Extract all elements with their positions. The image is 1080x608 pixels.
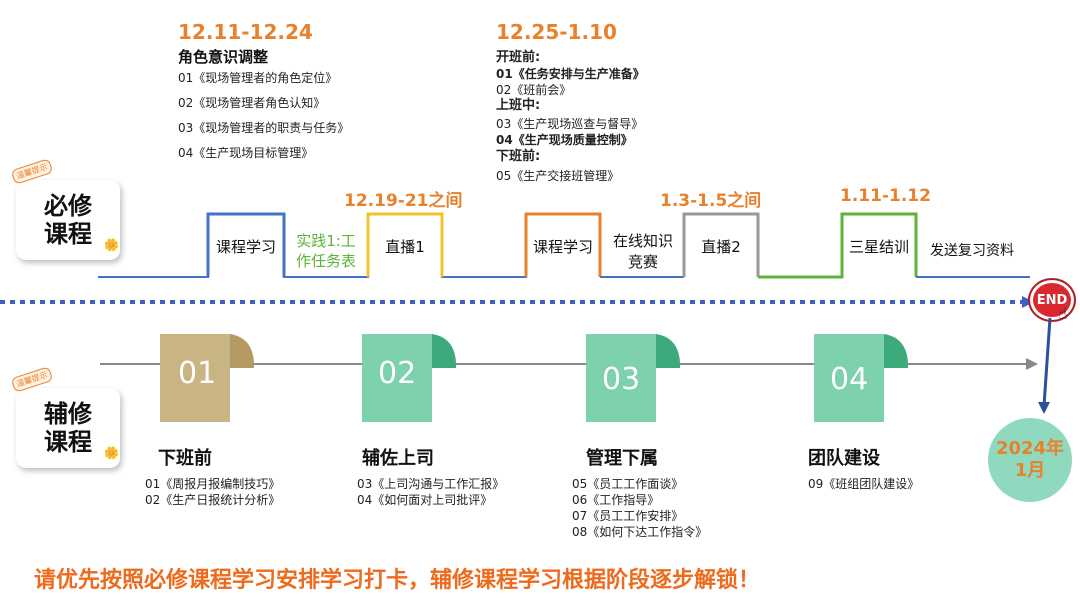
elective-item: 06《工作指导》: [572, 493, 660, 507]
footer-notice: 请优先按照必修课程学习安排学习打卡，辅修课程学习根据阶段逐步解锁！: [34, 568, 761, 593]
stage-practice-line1: 实践1:工: [296, 232, 356, 250]
tab-02: [362, 334, 457, 422]
stage-practice-line2: 作任务表: [295, 252, 356, 270]
elective-arrow-icon: [1026, 358, 1038, 370]
end-button[interactable]: END: [1030, 280, 1074, 320]
phase2-item: 01《任务安排与生产准备》: [496, 67, 645, 81]
step-summary: [758, 212, 918, 279]
elective-label-line2: 课程: [44, 428, 92, 456]
step-study1: [206, 212, 286, 277]
phase1-item: 02《现场管理者角色认知》: [178, 96, 326, 110]
elective-title: 辅佐上司: [362, 448, 434, 469]
elective-item: 09《班组团队建设》: [808, 477, 920, 491]
tab-04: [814, 334, 909, 422]
stage-live1: 直播1: [385, 238, 425, 256]
elective-title: 下班前: [158, 448, 212, 469]
phase2-item: 02《班前会》: [496, 83, 572, 97]
stage-review: 发送复习资料: [930, 243, 1014, 259]
divider-arrow-icon: [1022, 296, 1034, 308]
elective-item: 04《如何面对上司批评》: [357, 493, 493, 507]
final-date-circle: 2024年 1月: [988, 418, 1072, 502]
required-label-line2: 课程: [44, 220, 92, 248]
date-summary: 1.11-1.12: [840, 186, 931, 206]
phase1-item: 03《现场管理者的职责与任务》: [178, 121, 350, 135]
phase2-group-title: 开班前:: [496, 50, 541, 65]
phase1-item: 04《生产现场目标管理》: [178, 146, 314, 160]
date-live2: 1.3-1.5之间: [660, 191, 762, 211]
tab-number: 02: [378, 356, 417, 391]
elective-title: 管理下属: [586, 448, 658, 469]
final-year: 2024年: [995, 438, 1065, 459]
stage-live2: 直播2: [701, 238, 741, 256]
required-label-line1: 必修: [44, 192, 92, 220]
phase1-item: 01《现场管理者的角色定位》: [178, 71, 338, 85]
tab-number: 03: [602, 362, 641, 397]
elective-label-line1: 辅修: [44, 400, 92, 428]
tab-number: 01: [178, 356, 217, 391]
end-label: END: [1036, 292, 1068, 308]
date-live1: 12.19-21之间: [344, 191, 463, 211]
elective-item: 01《周报月报编制技巧》: [145, 477, 281, 491]
elective-item: 02《生产日报统计分析》: [145, 493, 281, 507]
elective-title: 团队建设: [808, 448, 880, 469]
elective-item: 08《如何下达工作指令》: [572, 525, 708, 539]
elective-course-label: 辅修 课程: [16, 388, 120, 468]
stage-quiz-line1: 在线知识: [612, 232, 673, 250]
sparkle-icon: 🌼: [104, 446, 119, 460]
final-month: 1月: [1014, 460, 1046, 481]
timeline-path: [0, 212, 1034, 308]
tab-03: [586, 334, 681, 422]
tab-number: 04: [830, 362, 869, 397]
phase2-item: 05《生产交接班管理》: [496, 169, 620, 183]
phase2-group-title: 上班中:: [496, 98, 541, 113]
pointer-hand-icon: ☝: [1058, 304, 1068, 323]
phase1-date: 12.11-12.24: [178, 20, 313, 44]
stage-summary: 三星结训: [848, 238, 909, 256]
elective-item: 07《员工工作安排》: [572, 509, 684, 523]
sparkle-icon: 🌼: [104, 238, 119, 252]
stage-quiz-line2: 竞赛: [627, 253, 658, 271]
stage-study2: 课程学习: [532, 238, 593, 256]
elective-item: 03《上司沟通与工作汇报》: [357, 477, 505, 491]
down-arrow-head-icon: [1038, 402, 1050, 414]
stage-practice: 实践1:工 作任务表: [286, 231, 366, 271]
phase1-title: 角色意识调整: [178, 48, 269, 66]
step-study2: [524, 212, 602, 277]
phase2-item: 03《生产现场巡查与督导》: [496, 117, 644, 131]
phase2-item: 04《生产现场质量控制》: [496, 133, 633, 147]
down-arrow: [1038, 318, 1052, 414]
elective-item: 05《员工工作面谈》: [572, 477, 684, 491]
tab-01: [160, 334, 255, 422]
stage-quiz: 在线知识 竞赛: [604, 231, 682, 273]
phase2-group-title: 下班前:: [496, 149, 541, 164]
required-course-label: 必修 课程: [16, 180, 120, 260]
phase2-date: 12.25-1.10: [496, 20, 617, 44]
stage-study1: 课程学习: [215, 238, 276, 256]
step-live2: [682, 212, 760, 277]
step-live1: [366, 212, 444, 277]
